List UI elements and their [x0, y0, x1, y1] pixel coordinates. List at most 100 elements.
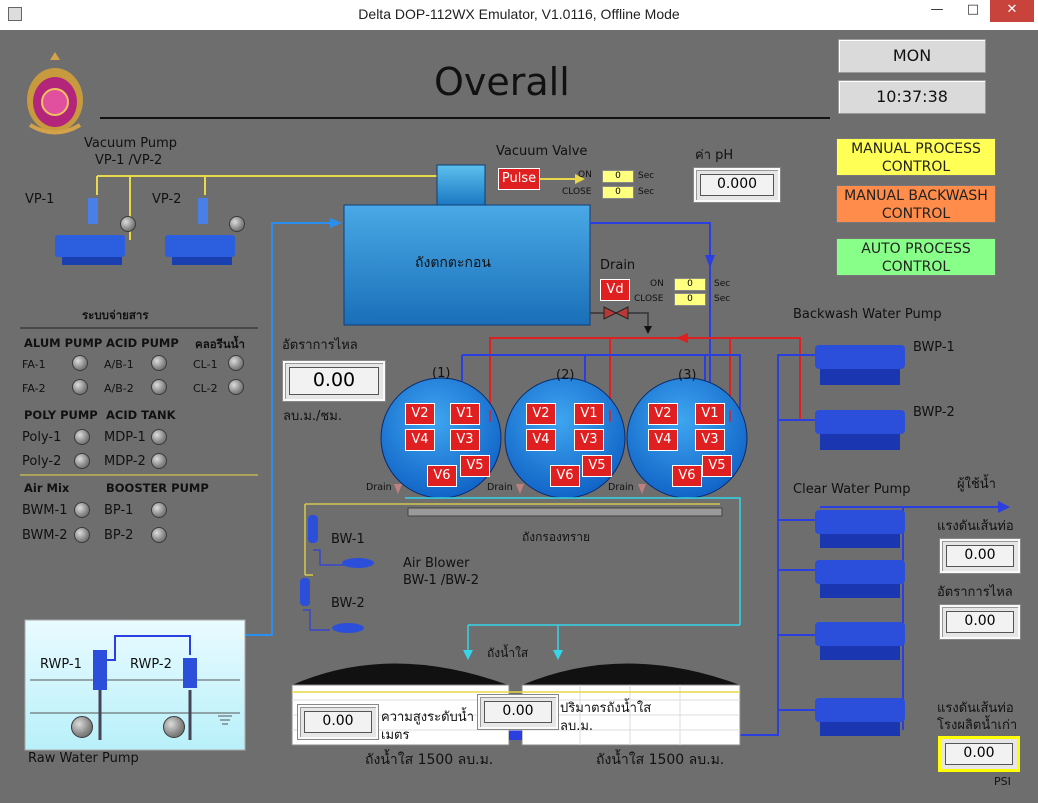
filter1-valve-v2[interactable]: V2 — [405, 403, 435, 425]
page-title: Overall — [434, 60, 570, 104]
filter1-valve-v4[interactable]: V4 — [405, 429, 435, 451]
tank-volume-value: 0.00 — [484, 701, 552, 723]
filter2-valve-v6[interactable]: V6 — [550, 465, 580, 487]
acid-tank-header: ACID TANK — [106, 408, 176, 422]
auto-process-control-button[interactable]: AUTO PROCESS CONTROL — [836, 238, 996, 276]
line-pressure-value: 0.00 — [946, 545, 1014, 567]
sedimentation-tank-label: ถังตกตะกอน — [415, 255, 491, 271]
vacuum-close-unit: Sec — [638, 187, 655, 197]
vacuum-on-seconds[interactable]: 0 — [602, 170, 634, 183]
bp1-label: BP-1 — [104, 503, 134, 518]
bwm2-label: BWM-2 — [22, 528, 68, 543]
filter3-valve-v5[interactable]: V5 — [702, 455, 732, 477]
ab2-label: A/B-2 — [104, 382, 134, 395]
filter3-label: (3) — [678, 368, 697, 383]
bwm1-status-lamp[interactable] — [74, 502, 90, 518]
tank-level-label-2: เมตร — [381, 728, 410, 743]
filter1-valve-v5[interactable]: V5 — [460, 455, 490, 477]
vp1-status-lamp[interactable] — [120, 216, 136, 232]
poly-pump-header: POLY PUMP — [24, 408, 98, 422]
poly2-status-lamp[interactable] — [74, 453, 90, 469]
fa2-label: FA-2 — [22, 382, 46, 395]
air-blower-icons — [300, 515, 374, 633]
filter1-valve-v1[interactable]: V1 — [450, 403, 480, 425]
maximize-button[interactable]: □ — [966, 2, 980, 17]
chlorine-header: คลอรีนน้ำ — [195, 337, 246, 351]
ab1-label: A/B-1 — [104, 358, 134, 371]
ab2-status-lamp[interactable] — [151, 379, 167, 395]
manual-process-control-button[interactable]: MANUAL PROCESS CONTROL — [836, 138, 996, 176]
poly1-status-lamp[interactable] — [74, 429, 90, 445]
rwp1-status-lamp[interactable] — [71, 716, 93, 738]
fa1-status-lamp[interactable] — [72, 355, 88, 371]
filter2-valve-v5[interactable]: V5 — [582, 455, 612, 477]
filter1-label: (1) — [432, 366, 451, 381]
rwp2-status-lamp[interactable] — [163, 716, 185, 738]
drain-title: Drain — [600, 258, 636, 273]
filter2-valve-v4[interactable]: V4 — [526, 429, 556, 451]
manual-backwash-control-button[interactable]: MANUAL BACKWASH CONTROL — [836, 185, 996, 223]
vp2-status-lamp[interactable] — [229, 216, 245, 232]
fa1-label: FA-1 — [22, 358, 46, 371]
old-plant-pressure-label-2: โรงผลิตน้ำเก่า — [937, 718, 1018, 733]
vacuum-pump-icons — [55, 198, 235, 265]
tank-level-label-1: ความสูงระดับน้ำ — [381, 710, 474, 725]
window-title: Delta DOP-112WX Emulator, V1.0116, Offli… — [358, 6, 680, 22]
bp2-status-lamp[interactable] — [151, 527, 167, 543]
vacuum-close-label: CLOSE — [562, 187, 592, 197]
filter3-valve-v1[interactable]: V1 — [695, 403, 725, 425]
vacuum-pulse-valve[interactable]: Pulse — [498, 168, 540, 190]
mdp2-label: MDP-2 — [104, 454, 146, 469]
day-display: MON — [838, 39, 986, 73]
booster-pump-header: BOOSTER PUMP — [106, 481, 209, 495]
bwp1-label: BWP-1 — [913, 340, 955, 355]
cl1-status-lamp[interactable] — [228, 355, 244, 371]
mdp2-status-lamp[interactable] — [151, 453, 167, 469]
poly2-label: Poly-2 — [22, 454, 62, 469]
drain-close-seconds[interactable]: 0 — [674, 293, 706, 306]
bp1-status-lamp[interactable] — [151, 502, 167, 518]
ab1-status-lamp[interactable] — [151, 355, 167, 371]
clear-tank2-label: ถังน้ำใส 1500 ลบ.ม. — [596, 752, 725, 768]
cl2-status-lamp[interactable] — [228, 379, 244, 395]
ph-label: ค่า pH — [695, 148, 734, 163]
clear-water-pump-title: Clear Water Pump — [793, 482, 911, 497]
filter3-valve-v2[interactable]: V2 — [648, 403, 678, 425]
tank-level-value: 0.00 — [304, 711, 372, 733]
drain-on-seconds[interactable]: 0 — [674, 278, 706, 291]
bwm2-status-lamp[interactable] — [74, 527, 90, 543]
chem-dosing-title: ระบบจ่ายสาร — [82, 308, 149, 322]
filter3-valve-v4[interactable]: V4 — [648, 429, 678, 451]
filter2-valve-v3[interactable]: V3 — [574, 429, 604, 451]
drain-on-label: ON — [650, 279, 664, 289]
raw-water-pump-title: Raw Water Pump — [28, 751, 139, 766]
pressure-unit: PSI — [994, 775, 1011, 788]
filter1-valve-v3[interactable]: V3 — [450, 429, 480, 451]
minimize-button[interactable]: — — [930, 2, 944, 17]
mdp1-status-lamp[interactable] — [151, 429, 167, 445]
drain-valve-vd[interactable]: Vd — [600, 279, 630, 301]
hmi-screen: Overall MON 10:37:38 MANUAL PROCESS CONT… — [0, 30, 1038, 803]
drain-on-unit: Sec — [714, 279, 731, 289]
cl1-label: CL-1 — [193, 358, 218, 371]
vacuum-valve-title: Vacuum Valve — [496, 144, 588, 159]
old-plant-pressure-label-1: แรงดันเส้นท่อ — [937, 701, 1014, 716]
filter2-valve-v1[interactable]: V1 — [574, 403, 604, 425]
tank-volume-label-2: ลบ.ม. — [560, 719, 594, 734]
bwp2-label: BWP-2 — [913, 405, 955, 420]
vacuum-close-seconds[interactable]: 0 — [602, 186, 634, 199]
vacuum-pump-subtitle: VP-1 /VP-2 — [95, 153, 163, 168]
drain-close-label: CLOSE — [634, 294, 664, 304]
tank-volume-readout: 0.00 — [478, 695, 558, 729]
air-blower-title: Air Blower — [403, 556, 470, 571]
close-button[interactable]: ✕ — [990, 0, 1034, 22]
inflow-readout: 0.00 — [283, 361, 385, 401]
filter2-valve-v2[interactable]: V2 — [526, 403, 556, 425]
filter1-valve-v6[interactable]: V6 — [427, 465, 457, 487]
inflow-value: 0.00 — [289, 367, 379, 395]
fa2-status-lamp[interactable] — [72, 379, 88, 395]
filter3-valve-v3[interactable]: V3 — [695, 429, 725, 451]
tank-volume-label-1: ปริมาตรถังน้ำใส — [560, 701, 652, 716]
clear-flow-label: อัตราการไหล — [937, 585, 1013, 600]
filter3-valve-v6[interactable]: V6 — [672, 465, 702, 487]
